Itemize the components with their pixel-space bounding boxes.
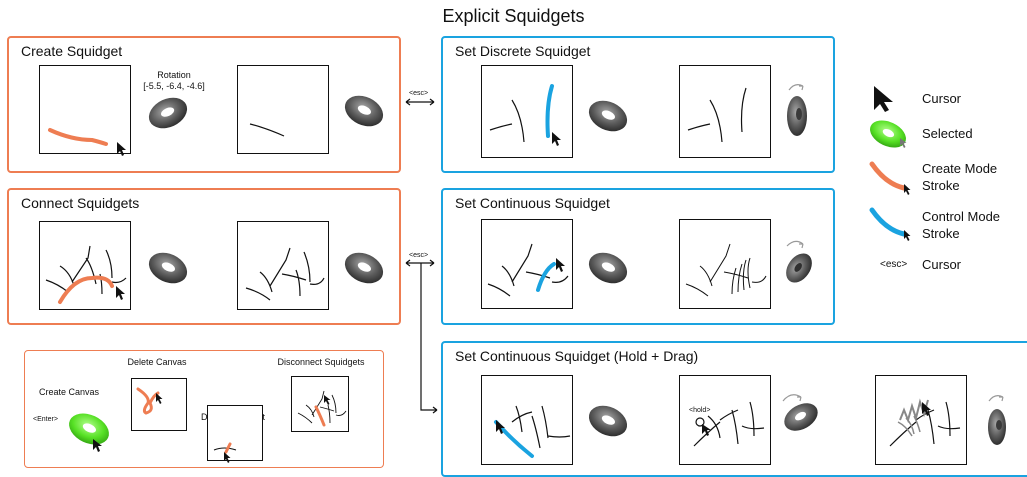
disconnect-squidgets-label: Disconnect Squidgets [277,357,365,367]
set-continuous-hold-drag-panel: Set Continuous Squidget (Hold + Drag) <h… [441,341,1027,477]
sketch-canvas [207,405,263,463]
torus-icon [344,252,384,284]
control-stroke [545,84,554,138]
create-stroke [314,405,326,427]
torus-icon [588,405,628,437]
sketch-canvas [131,378,187,431]
cursor-icon [552,132,561,146]
sketch-canvas [481,219,573,309]
set-discrete-squidget-panel: Set Discrete Squidget [441,36,835,173]
rotated-torus-icon [782,394,818,431]
sketch-canvas [481,375,573,465]
branching-arrow-icon [405,259,438,414]
rotated-torus-icon [988,395,1006,445]
sketch-canvas [875,375,967,465]
create-stroke [58,275,114,304]
esc-label: <esc> [409,90,429,97]
legend-control-label-1: Control Mode [922,209,1001,224]
cursor-icon [116,286,125,300]
legend-create-label-1: Create Mode [922,161,998,176]
legend-esc-cursor-label: Cursor [922,257,962,272]
esc-label: <esc> [409,252,429,259]
cursor-icon [496,420,505,434]
selected-torus-icon [870,120,907,148]
create-squidget-panel: Create Squidget Rotation [-5.5, -6.4, -4… [7,36,401,173]
legend-esc-key: <esc> [880,259,908,270]
rotation-value: [-5.5, -6.4, -4.6] [143,81,205,91]
cursor-icon [922,402,931,416]
torus-icon [148,252,188,284]
panel-title: Set Continuous Squidget [455,195,610,211]
cursor-icon [874,86,893,112]
panel-title: Set Discrete Squidget [455,43,591,59]
legend-selected-label: Selected [922,126,973,141]
cursor-icon [156,393,163,404]
panel-title: Set Continuous Squidget (Hold + Drag) [455,348,699,364]
hold-label: <hold> [689,407,711,414]
create-stroke [136,387,160,415]
panel-title: Connect Squidgets [21,195,140,211]
control-stroke-icon [869,207,911,241]
sketch-canvas [481,65,573,158]
cursor-icon [324,395,331,405]
panel-title: Create Squidget [21,43,123,59]
rotation-label: Rotation [157,70,191,80]
control-stroke [536,262,556,292]
rotated-torus-icon [787,84,807,136]
create-canvas-label: Create Canvas [38,387,100,397]
sketch-canvas [679,219,771,309]
torus-icon [344,95,384,127]
legend-control-label-2: Stroke [922,226,960,241]
enter-key-label: <Enter> [33,416,58,423]
diagram-title: Explicit Squidgets [442,6,585,26]
sketch-canvas [679,65,771,158]
sketch-canvas [39,221,131,310]
cursor-icon [702,424,711,436]
sketch-canvas [291,376,349,432]
sketch-canvas [237,65,329,154]
cursor-icon [117,142,126,156]
torus-icon [588,100,628,132]
double-arrow-icon [405,98,435,106]
cursor-icon [556,258,565,272]
sketch-canvas [237,221,329,310]
sketch-canvas [39,65,131,156]
rotated-torus-icon [786,240,812,283]
sketch-canvas [679,375,771,465]
selected-torus-icon [69,413,109,452]
connect-squidgets-panel: Connect Squidgets [7,188,401,325]
torus-icon [588,252,628,284]
set-continuous-squidget-panel: Set Continuous Squidget [441,188,835,325]
create-stroke [48,128,108,146]
misc-operations-panel: Create Canvas <Enter> Delete Canvas Dele… [24,350,384,468]
legend-cursor-label: Cursor [922,91,962,106]
legend-create-label-2: Stroke [922,178,960,193]
delete-canvas-label: Delete Canvas [127,357,187,367]
create-stroke [224,442,232,454]
create-stroke-icon [869,161,911,195]
cursor-icon [224,452,231,463]
torus-icon [148,97,188,129]
